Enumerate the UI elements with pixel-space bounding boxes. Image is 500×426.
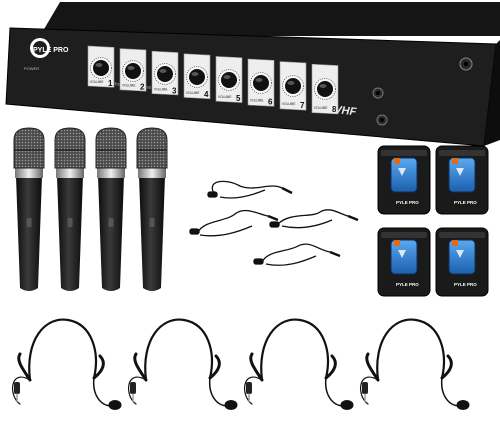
mic-grille xyxy=(136,127,168,169)
mic-grille xyxy=(95,127,127,169)
channel-module: 3 VOLUME xyxy=(151,50,179,95)
volume-knob[interactable] xyxy=(157,66,173,82)
boom-mic-tip xyxy=(224,400,238,410)
handheld-mic xyxy=(136,127,168,291)
output-jacks xyxy=(372,57,473,126)
headset-microphones xyxy=(12,318,470,410)
channel-number: 1 xyxy=(108,79,113,88)
bodypack-screen xyxy=(448,239,476,275)
power-switch xyxy=(108,218,114,227)
mic-ring xyxy=(56,168,84,178)
headset-mic xyxy=(12,318,122,410)
bodypack-transmitter: PYLE PRO xyxy=(435,227,489,297)
volume-knob[interactable] xyxy=(93,60,109,76)
lavalier-mic xyxy=(253,243,341,266)
boom-mic-tip xyxy=(456,400,470,410)
channel-module: 5 VOLUME xyxy=(215,56,243,103)
bodypack-transmitter: PYLE PRO xyxy=(377,145,431,215)
channel-module: 2 VOLUME xyxy=(119,48,147,92)
bodypack-brand: PYLE PRO xyxy=(396,200,419,205)
lavalier-mic xyxy=(189,209,279,237)
channel-number: 3 xyxy=(172,86,177,95)
mic-ring xyxy=(97,168,125,178)
channel-module: 4 VOLUME xyxy=(183,53,211,99)
bodypack-transmitters: PYLE PRO PYLE PRO PYLE PRO PYLE PRO xyxy=(377,145,489,297)
headset-mic xyxy=(244,318,354,410)
handheld-mic xyxy=(54,127,86,291)
boom-mic-tip xyxy=(340,400,354,410)
bodypack-transmitter: PYLE PRO xyxy=(377,227,431,297)
bodypack-screen xyxy=(448,157,476,193)
power-switch xyxy=(26,218,32,227)
mic-grille xyxy=(54,127,86,169)
volume-label: VOLUME xyxy=(314,106,327,110)
mic-ring xyxy=(15,168,43,178)
mini-plug xyxy=(130,382,136,394)
bodypack-screen xyxy=(390,157,418,193)
mini-plug xyxy=(14,382,20,394)
lavalier-mic xyxy=(207,180,293,199)
volume-label: VOLUME xyxy=(250,99,263,103)
channel-number: 7 xyxy=(300,101,305,110)
mini-plug xyxy=(362,382,368,394)
lavalier-microphones xyxy=(189,180,359,266)
volume-label: VOLUME xyxy=(282,102,295,106)
power-label: POWER xyxy=(24,66,39,71)
channel-number: 8 xyxy=(332,105,337,114)
channel-number: 2 xyxy=(140,83,145,92)
volume-knob[interactable] xyxy=(253,75,269,91)
volume-knob[interactable] xyxy=(285,78,301,94)
brand-text: PYLE PRO xyxy=(33,47,69,54)
power-switch xyxy=(149,218,155,227)
mini-plug xyxy=(246,382,252,394)
bodypack-brand: PYLE PRO xyxy=(396,282,419,287)
bodypack-transmitter: PYLE PRO xyxy=(435,145,489,215)
bodypack-brand: PYLE PRO xyxy=(454,200,477,205)
receiver-unit: PYLE PRO POWER PROFESSIONAL WIRELESS MIC… xyxy=(5,2,500,147)
volume-label: VOLUME xyxy=(154,87,167,91)
channel-number: 6 xyxy=(268,98,273,107)
bodypack-screen xyxy=(390,239,418,275)
headset-mic xyxy=(360,318,470,410)
channel-number: 5 xyxy=(236,94,241,103)
volume-label: VOLUME xyxy=(90,80,103,84)
volume-knob[interactable] xyxy=(189,69,205,85)
power-switch xyxy=(67,218,73,227)
channel-module: 7 VOLUME xyxy=(279,61,307,111)
mic-grille xyxy=(13,127,45,169)
vhf-badge: VHF xyxy=(334,104,357,118)
volume-knob[interactable] xyxy=(221,72,237,88)
volume-label: VOLUME xyxy=(122,84,135,88)
handheld-mic xyxy=(95,127,127,291)
handheld-mic xyxy=(13,127,45,291)
volume-label: VOLUME xyxy=(218,95,231,99)
channel-module: 1 VOLUME xyxy=(87,45,115,88)
mic-ring xyxy=(138,168,166,178)
volume-knob[interactable] xyxy=(317,81,333,97)
bodypack-brand: PYLE PRO xyxy=(454,282,477,287)
channel-number: 4 xyxy=(204,90,209,99)
volume-knob[interactable] xyxy=(125,63,141,79)
boom-mic-tip xyxy=(108,400,122,410)
lavalier-mic xyxy=(269,209,359,229)
handheld-microphones xyxy=(13,127,168,291)
pyle-pro-logo: PYLE PRO xyxy=(30,38,69,58)
headset-mic xyxy=(128,318,238,410)
channel-module: 8 VOLUME xyxy=(311,63,339,115)
channel-module: 6 VOLUME xyxy=(247,58,275,107)
volume-label: VOLUME xyxy=(186,91,199,95)
